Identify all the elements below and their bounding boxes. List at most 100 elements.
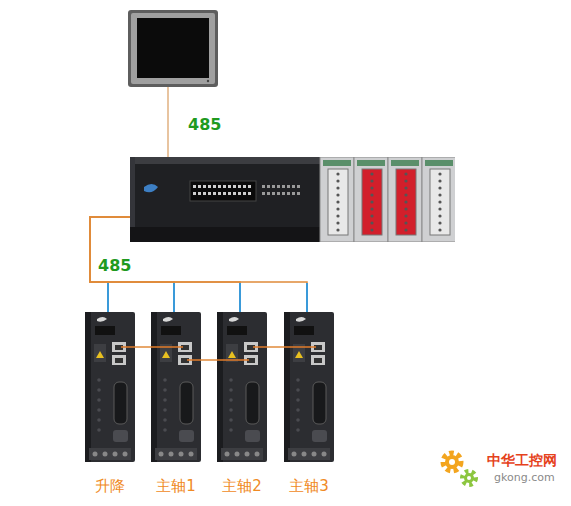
screw <box>163 408 167 412</box>
screw <box>159 452 164 457</box>
screw <box>336 200 339 203</box>
led <box>243 185 246 188</box>
axis-label: 主轴2 <box>214 476 270 496</box>
screw <box>336 186 339 189</box>
io-module <box>388 157 422 242</box>
hmi-screen <box>137 18 209 78</box>
screw <box>336 214 339 217</box>
drive-display <box>227 326 247 335</box>
axis-label: 主轴3 <box>281 476 337 496</box>
db-connector <box>246 382 259 424</box>
led <box>262 185 265 188</box>
drive-logo <box>229 317 239 322</box>
drive-logo <box>97 317 107 322</box>
screw <box>97 378 101 382</box>
screw <box>296 388 300 392</box>
warning-mark <box>295 351 303 358</box>
screw <box>163 378 167 382</box>
axis-label: 升降 <box>82 476 138 496</box>
plc-logo <box>144 184 158 192</box>
led <box>262 192 265 195</box>
ethernet-wire <box>253 346 267 348</box>
servo-drive: 主轴2 <box>214 312 270 496</box>
led <box>272 192 275 195</box>
servo-drive: 升降 <box>82 312 138 496</box>
usb-port <box>94 344 106 362</box>
led <box>272 185 275 188</box>
drive-display <box>95 326 115 335</box>
screw <box>404 221 407 224</box>
screw <box>404 214 407 217</box>
screw <box>404 193 407 196</box>
db-connector <box>180 382 193 424</box>
screw <box>229 408 233 412</box>
gear-teeth <box>444 454 460 470</box>
drive-logo <box>296 317 306 322</box>
screw <box>296 398 300 402</box>
led <box>267 192 270 195</box>
led <box>282 192 285 195</box>
screw <box>97 428 101 432</box>
led <box>198 192 201 195</box>
encoder-connector <box>245 430 260 442</box>
screw <box>438 172 441 175</box>
led <box>267 185 270 188</box>
ethernet-link <box>135 346 151 348</box>
screw <box>229 418 233 422</box>
led <box>292 185 295 188</box>
screw <box>189 452 194 457</box>
screw <box>225 452 230 457</box>
screw <box>296 418 300 422</box>
screw <box>438 179 441 182</box>
led <box>248 192 251 195</box>
led <box>228 192 231 195</box>
drive-body <box>151 312 201 462</box>
screw <box>312 452 317 457</box>
led <box>233 185 236 188</box>
power-terminal <box>288 448 330 460</box>
rs485-link <box>167 87 169 157</box>
screw <box>336 221 339 224</box>
gear-body <box>445 455 459 469</box>
io-header <box>425 160 453 166</box>
terminal-block <box>396 169 416 235</box>
watermark-text: 中华工控网 <box>487 452 557 470</box>
ethernet-wire <box>121 346 135 348</box>
led <box>243 192 246 195</box>
drive-picture <box>217 312 267 462</box>
led <box>277 185 280 188</box>
drop-wire <box>306 283 308 312</box>
screw <box>229 388 233 392</box>
drop-wire <box>239 283 241 312</box>
led <box>297 185 300 188</box>
io-module <box>354 157 388 242</box>
terminal-block <box>362 169 382 235</box>
led <box>223 192 226 195</box>
screw <box>404 228 407 231</box>
drive-display <box>161 326 181 335</box>
screw <box>404 179 407 182</box>
led <box>287 185 290 188</box>
hmi-panel <box>128 10 218 87</box>
gear-hole <box>449 459 455 465</box>
led <box>208 185 211 188</box>
screw <box>404 207 407 210</box>
io-header <box>391 160 419 166</box>
io-module <box>422 157 455 242</box>
drive-side <box>217 312 223 462</box>
led <box>193 185 196 188</box>
screw <box>179 452 184 457</box>
screw <box>97 418 101 422</box>
screw <box>404 200 407 203</box>
hmi-frame <box>128 10 218 87</box>
screw <box>370 179 373 182</box>
gear-icon <box>444 454 475 484</box>
led <box>218 192 221 195</box>
gear-hole <box>467 476 471 480</box>
plc-leds <box>193 185 300 195</box>
screw <box>235 452 240 457</box>
drive-picture <box>284 312 334 462</box>
power-terminal <box>155 448 197 460</box>
servo-drive: 主轴1 <box>148 312 204 496</box>
